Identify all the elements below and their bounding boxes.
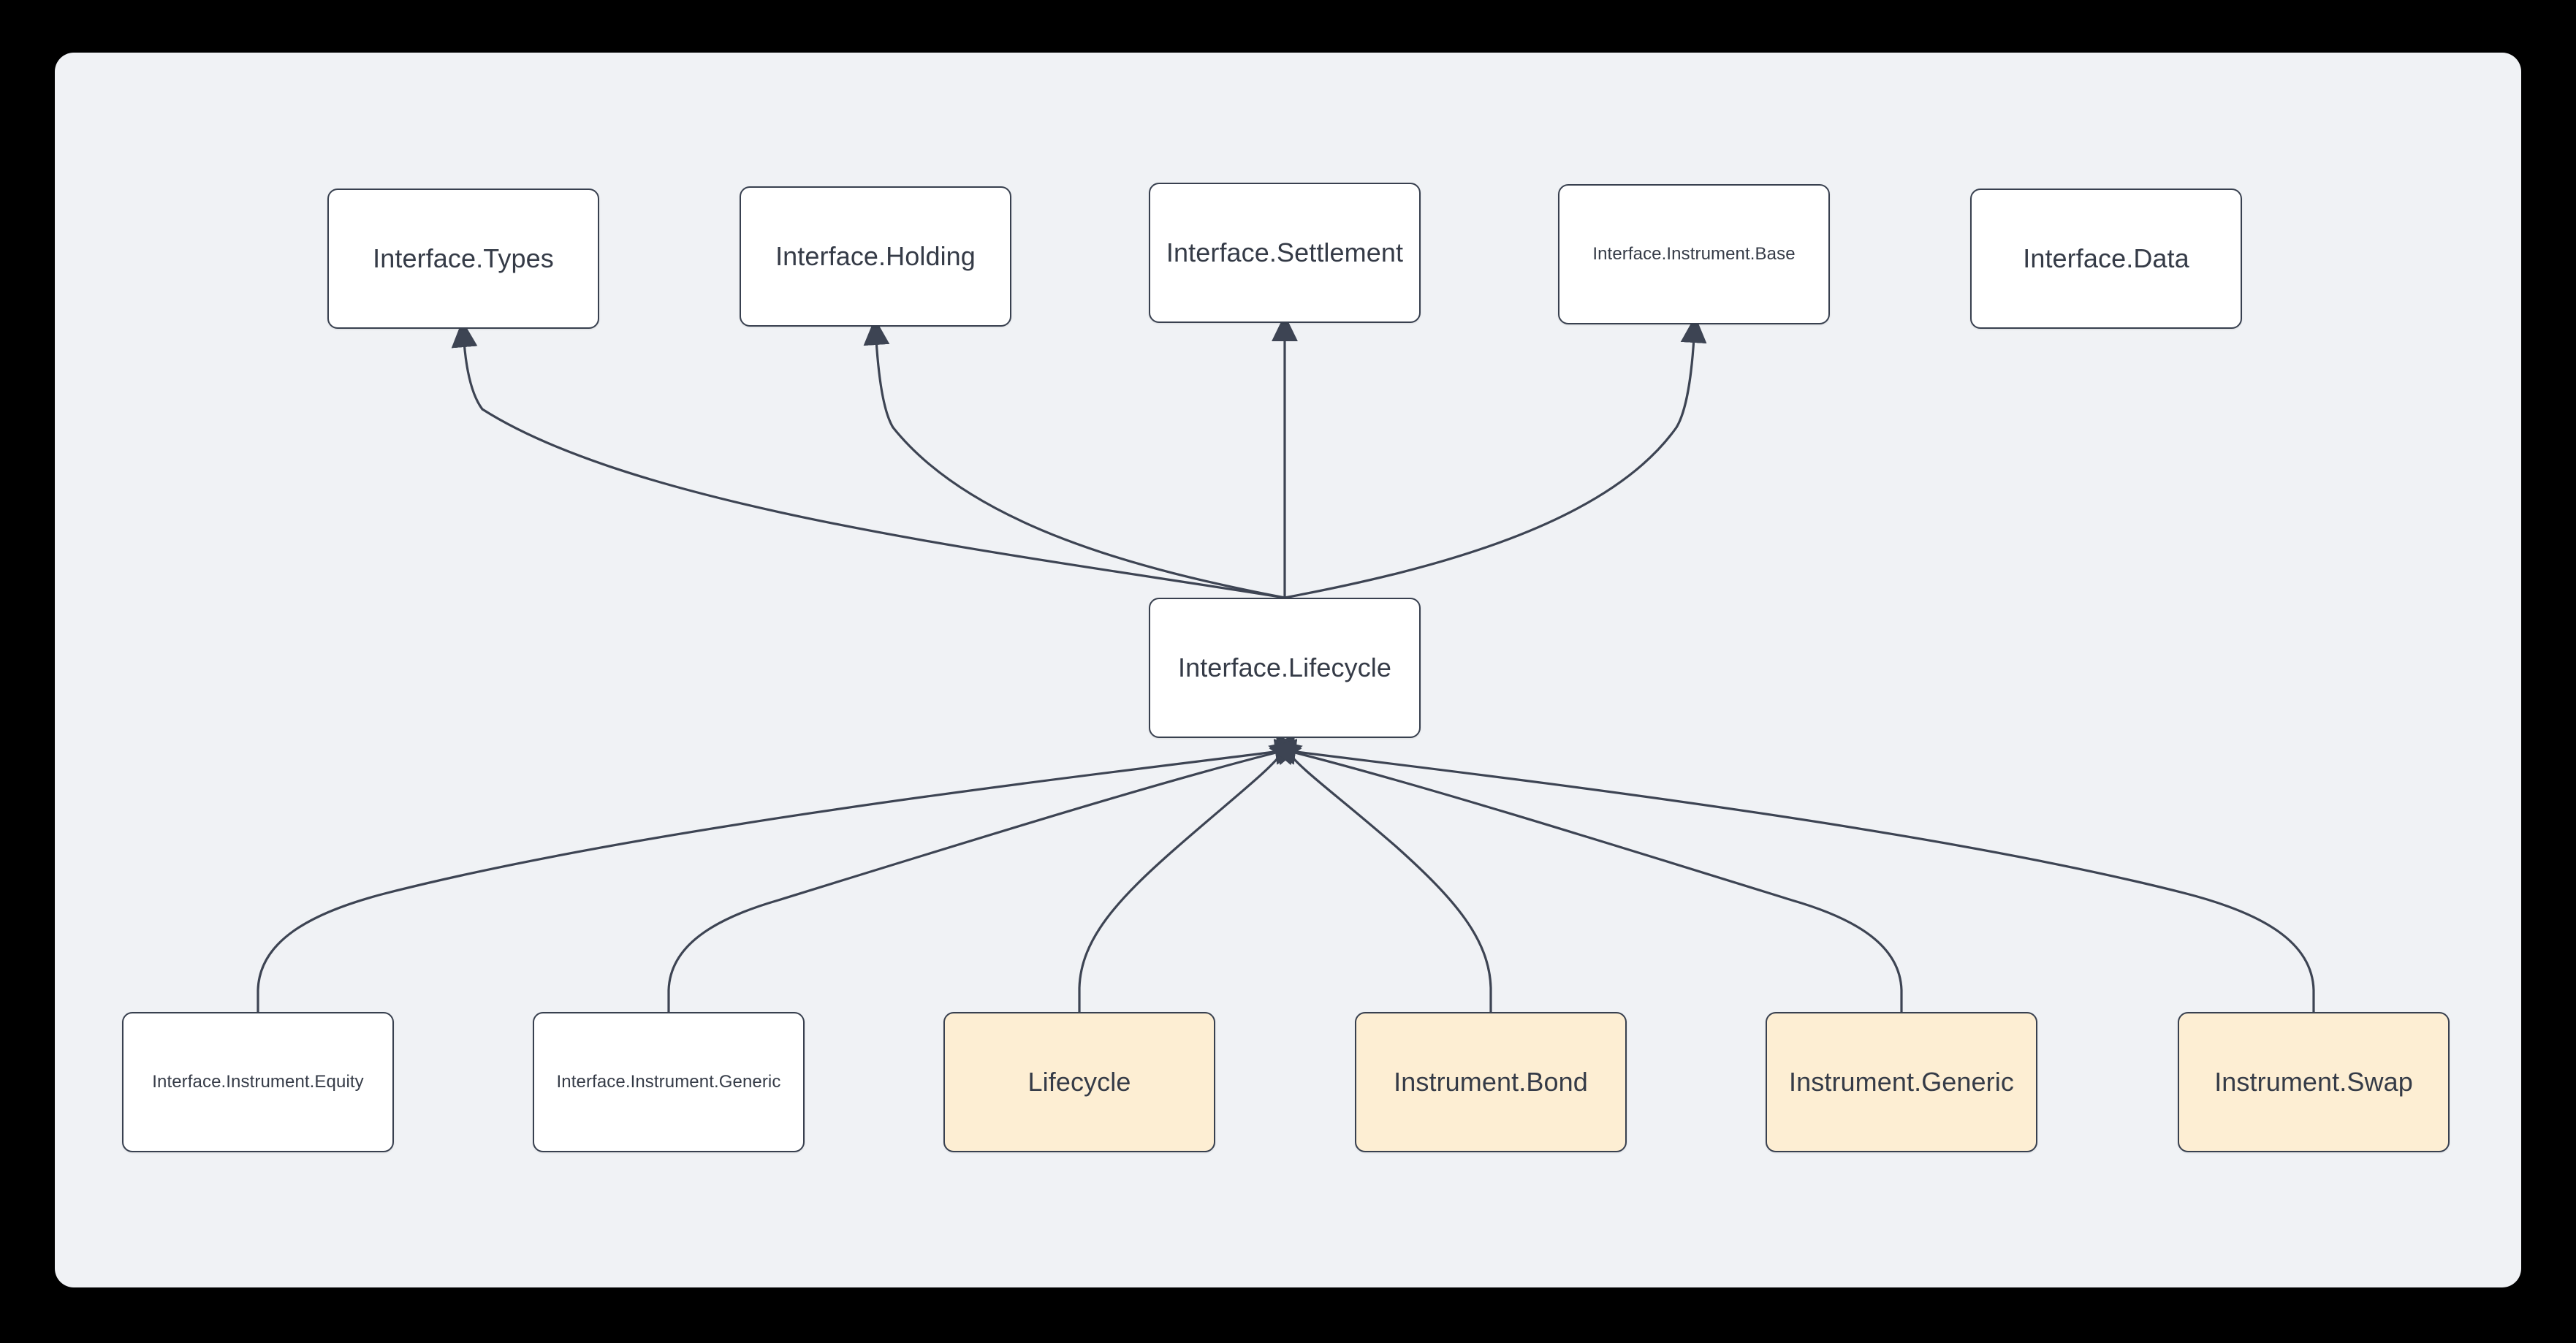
node-label: Lifecycle [1027,1067,1131,1097]
node-instrument-swap[interactable]: Instrument.Swap [2178,1012,2450,1152]
node-lifecycle[interactable]: Lifecycle [943,1012,1215,1152]
node-instrument-bond[interactable]: Instrument.Bond [1355,1012,1627,1152]
node-label: Interface.Instrument.Generic [556,1071,781,1092]
node-interface-data[interactable]: Interface.Data [1970,189,2242,329]
node-label: Interface.Lifecycle [1177,653,1392,683]
node-label: Instrument.Bond [1394,1067,1588,1097]
node-interface-instrument-equity[interactable]: Interface.Instrument.Equity [122,1012,394,1152]
node-label: Interface.Settlement [1166,237,1404,268]
node-label: Interface.Types [373,243,554,274]
node-label: Interface.Instrument.Base [1592,243,1796,264]
node-interface-types[interactable]: Interface.Types [327,189,599,329]
node-interface-lifecycle[interactable]: Interface.Lifecycle [1149,598,1421,738]
node-interface-instrument-generic[interactable]: Interface.Instrument.Generic [533,1012,805,1152]
node-label: Interface.Instrument.Equity [152,1071,364,1092]
node-interface-holding[interactable]: Interface.Holding [740,186,1011,327]
node-interface-settlement[interactable]: Interface.Settlement [1149,183,1421,323]
node-label: Interface.Holding [775,241,976,272]
node-label: Instrument.Generic [1789,1067,2014,1097]
node-label: Instrument.Swap [2214,1067,2413,1097]
node-instrument-generic[interactable]: Instrument.Generic [1766,1012,2037,1152]
node-label: Interface.Data [2023,243,2189,274]
node-interface-instrument-base[interactable]: Interface.Instrument.Base [1558,184,1830,324]
